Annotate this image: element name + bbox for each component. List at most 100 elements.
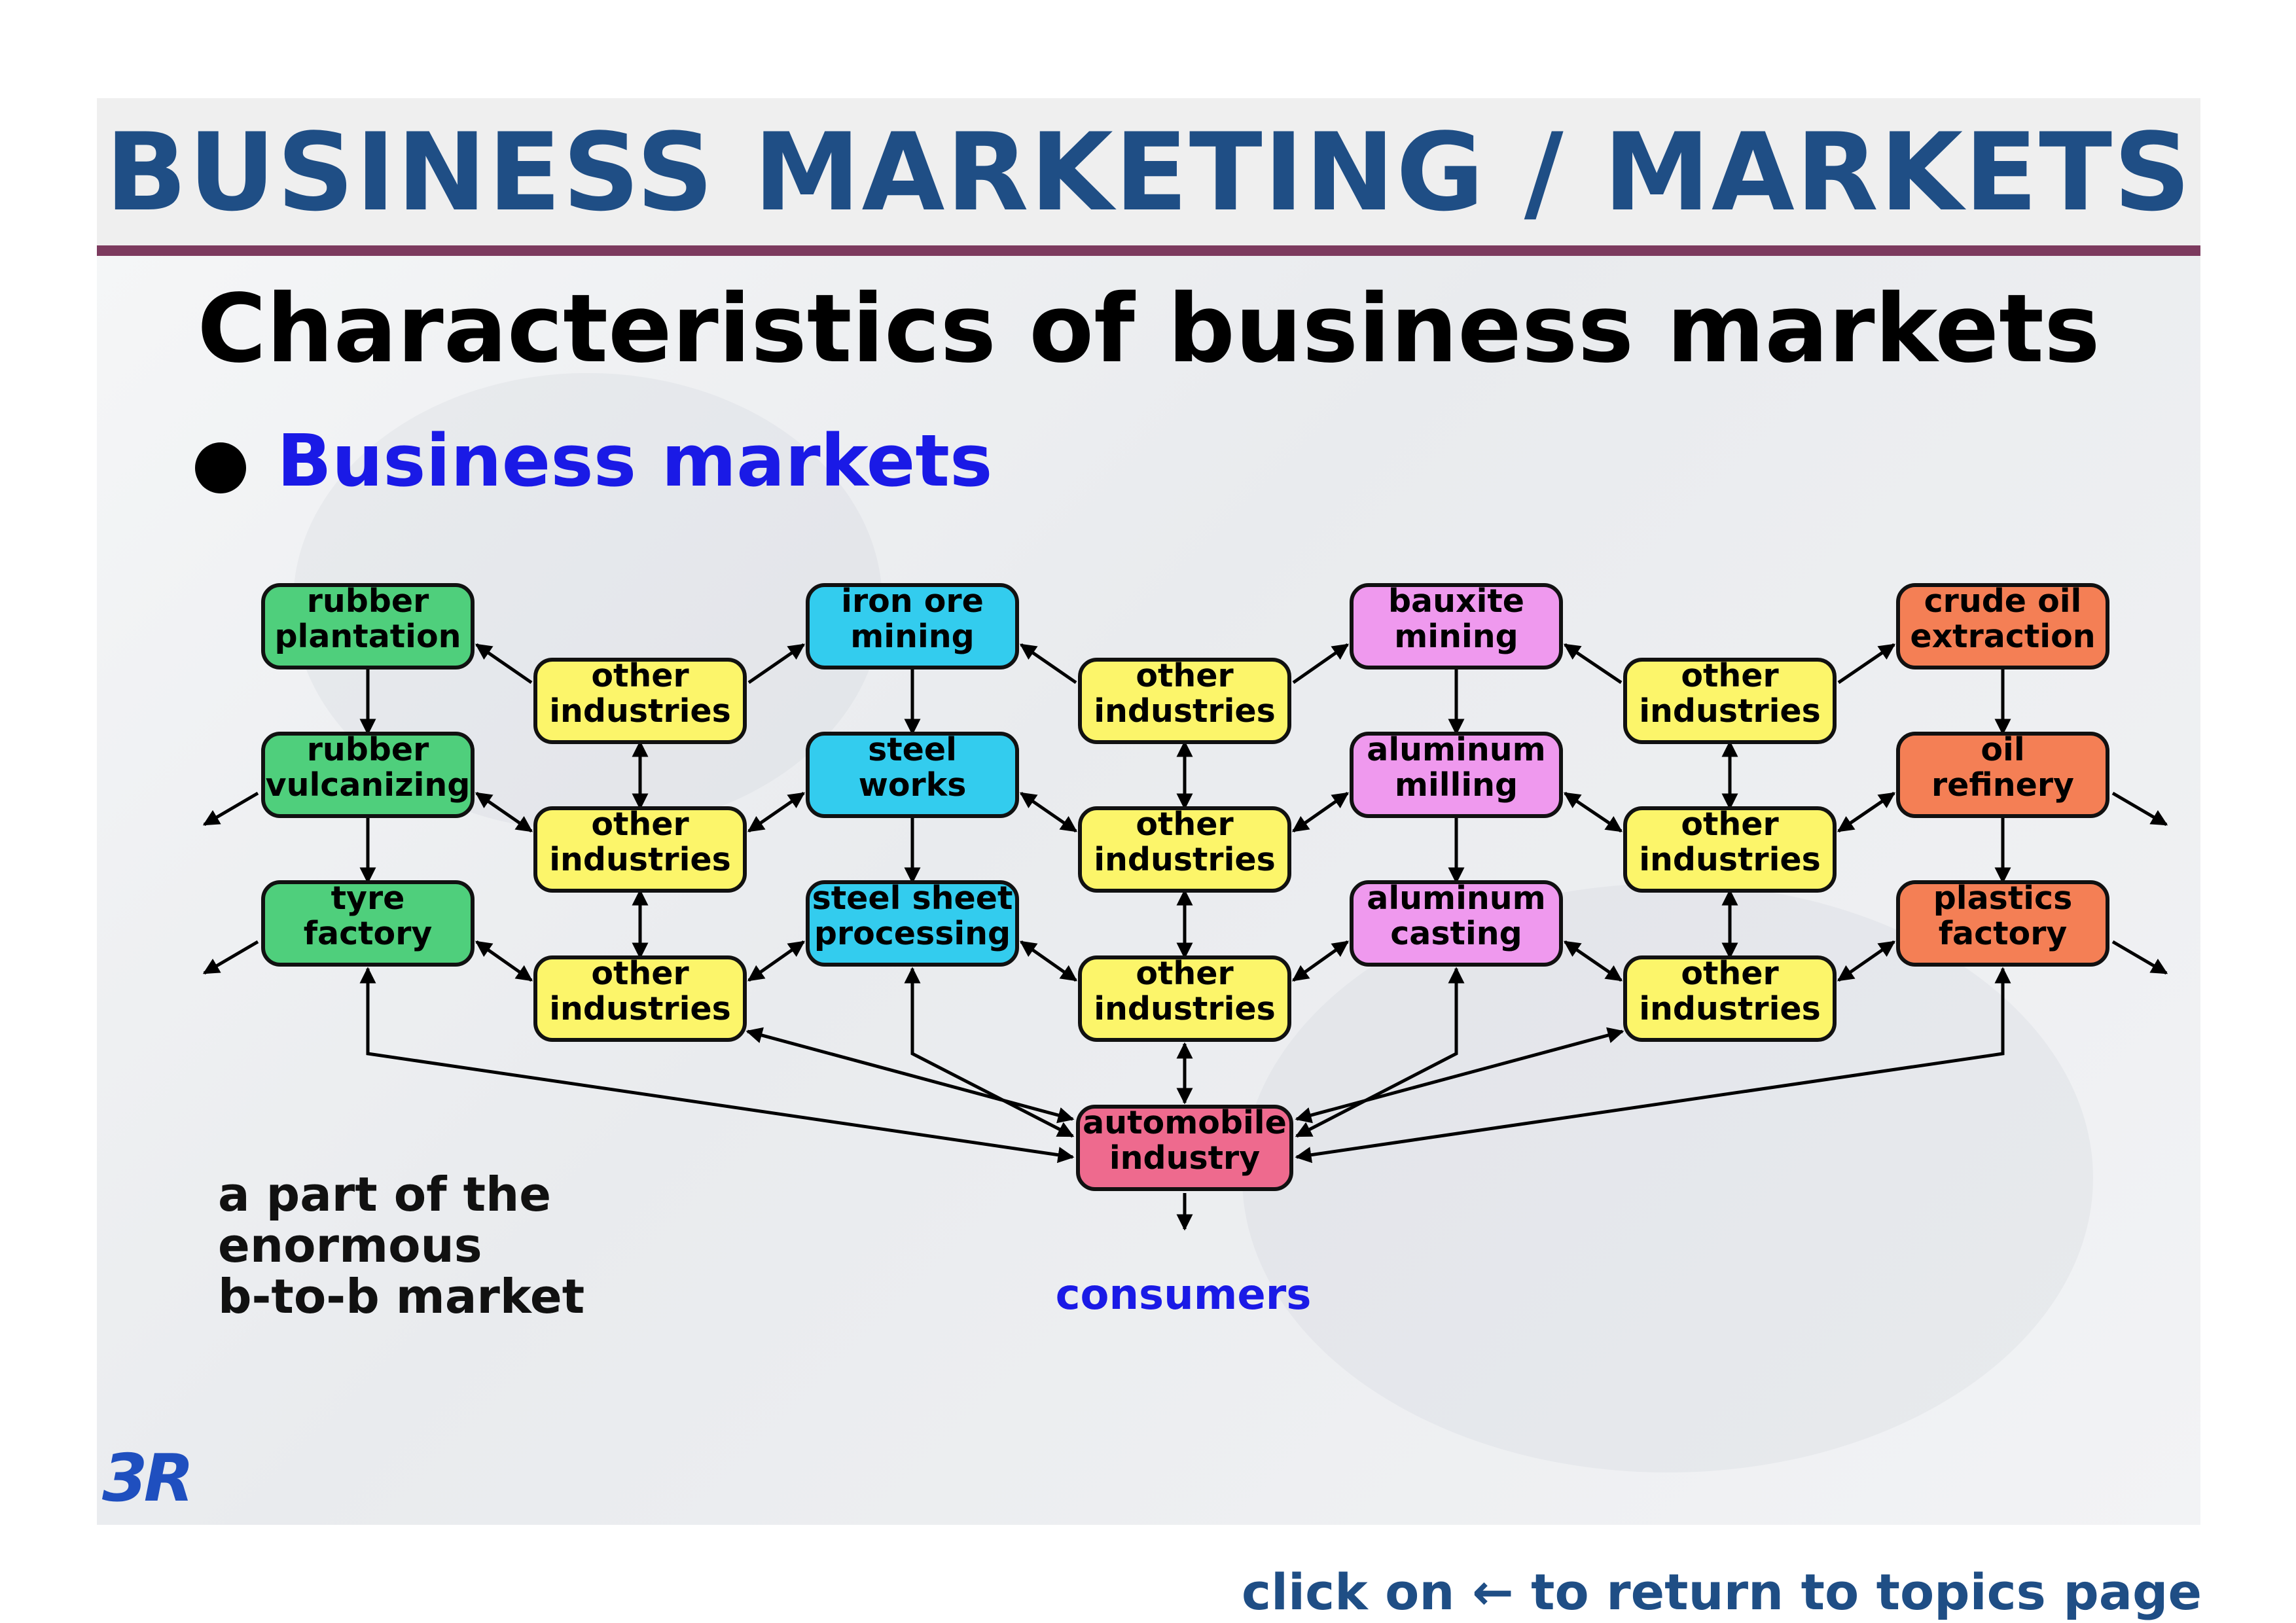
other-industries-node-box <box>533 806 747 893</box>
oil-chain-node-label: crude oil <box>1924 582 2082 620</box>
flow-arrow <box>1292 643 1350 685</box>
aluminum-chain-node-label: bauxite <box>1388 582 1524 620</box>
flow-arrow <box>1837 643 1896 685</box>
oil-chain-node-label: refinery <box>1931 766 2074 804</box>
aluminum-chain-node-label: milling <box>1395 766 1518 804</box>
diagram-arrows <box>202 643 2168 1231</box>
oil-chain-node-box <box>1896 880 2109 967</box>
brand-logo: 3R <box>102 1440 194 1516</box>
flow-arrow <box>1019 643 1077 685</box>
rubber-chain-node-box <box>261 732 475 818</box>
other-industries-node-label: industries <box>549 990 731 1027</box>
steel-chain-node-box <box>806 583 1019 669</box>
slide-subtitle: Characteristics of business markets <box>197 274 2100 383</box>
other-industries-node-label: industries <box>1094 841 1276 878</box>
steel-chain-node-box <box>806 732 1019 818</box>
supply-chain-diagram: rubberplantationrubbervulcanizingtyrefac… <box>202 582 2168 1319</box>
flow-arrow <box>475 791 533 833</box>
footer-pre: click on <box>1241 1563 1455 1621</box>
rubber-chain-node-box <box>261 880 475 967</box>
aluminum-chain-node-box <box>1350 880 1563 967</box>
flow-arrow <box>1295 1027 1624 1124</box>
steel-chain-node-label: steel <box>868 731 957 768</box>
other-industries-node-label: industries <box>1639 990 1821 1027</box>
other-industries-node-box <box>1078 806 1291 893</box>
consumers-label: consumers <box>1056 1271 1312 1319</box>
oil-chain-node-label: factory <box>1939 915 2068 952</box>
other-industries-node-label: other <box>1136 657 1234 694</box>
other-industries-node-label: other <box>1136 806 1234 843</box>
steel-chain-node-box <box>806 880 1019 967</box>
other-industries-node-label: other <box>1681 657 1779 694</box>
aluminum-chain-node-label: mining <box>1394 618 1518 655</box>
flow-arrow <box>1291 940 1350 982</box>
flow-arrow <box>1019 940 1078 982</box>
flow-arrow <box>745 1027 1075 1124</box>
oil-chain-node-label: extraction <box>1910 618 2095 655</box>
aluminum-chain-node-box <box>1350 583 1563 669</box>
slide: BUSINESS MARKETING / MARKETS Characteris… <box>97 98 2200 1525</box>
flow-arrow <box>1837 791 1896 833</box>
other-industries-node-label: other <box>1681 955 1779 992</box>
aluminum-chain-node-label: aluminum <box>1367 731 1545 768</box>
flow-arrow <box>475 643 533 685</box>
bullet-heading: Business markets <box>277 419 993 503</box>
flow-arrow <box>202 940 259 975</box>
steel-chain-node-label: steel sheet <box>812 880 1013 917</box>
aluminum-chain-node-label: aluminum <box>1367 880 1545 917</box>
flow-arrow <box>1563 643 1623 685</box>
other-industries-node-label: other <box>1136 955 1234 992</box>
side-note-line: enormous <box>218 1218 482 1273</box>
rubber-chain-node-label: factory <box>304 915 433 952</box>
oil-chain-node-label: plastics <box>1933 880 2073 917</box>
footer-hint: click on ← to return to topics page <box>1242 1563 2202 1621</box>
rubber-chain-node-label: rubber <box>307 731 429 768</box>
other-industries-node-label: other <box>591 955 689 992</box>
aluminum-chain-node-box <box>1350 732 1563 818</box>
other-industries-node-box <box>1078 955 1291 1042</box>
side-note-line: b-to-b market <box>218 1269 585 1324</box>
bullet-dot <box>195 442 246 493</box>
back-arrow-icon[interactable]: ← <box>1471 1563 1514 1621</box>
other-industries-node-box <box>1623 658 1837 744</box>
flow-arrow <box>1837 940 1896 982</box>
flow-arrow <box>1291 791 1350 833</box>
oil-chain-node-box <box>1896 732 2109 818</box>
steel-chain-node-label: mining <box>850 618 975 655</box>
rubber-chain-node-box <box>261 583 475 669</box>
other-industries-node-box <box>1623 806 1837 893</box>
flow-arrow <box>1019 791 1078 833</box>
flow-arrow <box>475 940 533 982</box>
oil-chain-node-label: oil <box>1981 731 2024 768</box>
side-note: a part of the enormous b-to-b market <box>218 1169 584 1322</box>
other-industries-node-label: other <box>1681 806 1779 843</box>
page-title: BUSINESS MARKETING / MARKETS <box>105 110 2193 235</box>
steel-chain-node-label: processing <box>814 915 1011 952</box>
side-note-line: a part of the <box>218 1167 552 1222</box>
other-industries-node-label: other <box>591 806 689 843</box>
flow-arrow <box>747 791 806 833</box>
flow-arrow <box>2111 940 2168 975</box>
other-industries-node-box <box>533 658 747 744</box>
rubber-chain-node-label: tyre <box>331 880 405 917</box>
rubber-chain-node-label: vulcanizing <box>266 766 471 804</box>
header-band <box>97 98 2200 245</box>
steel-chain-node-label: works <box>859 766 967 804</box>
flow-arrow <box>202 791 259 827</box>
oil-chain-node-box <box>1896 583 2109 669</box>
